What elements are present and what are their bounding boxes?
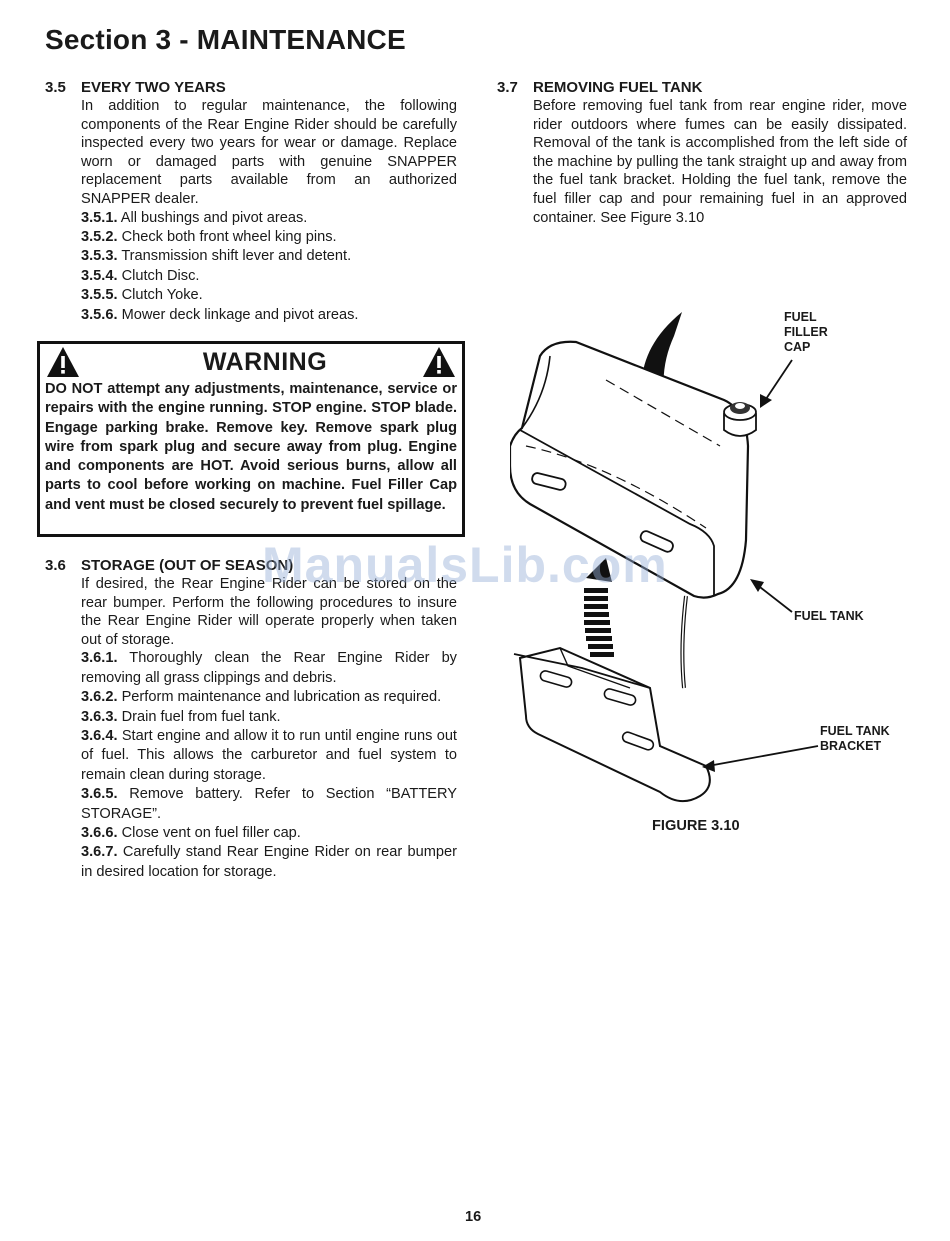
section-number: 3.6 xyxy=(45,557,66,574)
intro-paragraph: If desired, the Rear Engine Rider can be… xyxy=(81,576,457,648)
section-heading: 3.7 REMOVING FUEL TANK xyxy=(497,78,907,97)
item-number: 3.5.2. xyxy=(81,228,118,245)
section-heading: 3.5 EVERY TWO YEARS xyxy=(45,78,457,97)
item-number: 3.6.2. xyxy=(81,689,118,706)
section-intro: If desired, the Rear Engine Rider can be… xyxy=(81,575,457,649)
label-line: FUEL TANK xyxy=(820,724,890,738)
item-text: Start engine and allow it to run until e… xyxy=(81,728,457,783)
list-item: 3.6.5. Remove battery. Refer to Section … xyxy=(81,785,457,824)
list-item: 3.5.5. Clutch Yoke. xyxy=(81,286,457,305)
list-item: 3.6.7. Carefully stand Rear Engine Rider… xyxy=(81,843,457,882)
item-text: Perform maintenance and lubrication as r… xyxy=(121,689,442,706)
item-number: 3.5.4. xyxy=(81,267,118,284)
fuel-tank-bracket-label: FUEL TANK BRACKET xyxy=(820,724,890,754)
fuel-tank-illustration xyxy=(510,312,819,803)
item-text: Drain fuel from fuel tank. xyxy=(121,708,281,725)
fuel-filler-cap-label: FUEL FILLER CAP xyxy=(784,310,828,355)
section-3-5: 3.5 EVERY TWO YEARS In addition to regul… xyxy=(45,78,457,325)
warning-text: DO NOT attempt any adjustments, maintena… xyxy=(45,381,457,513)
label-line: FUEL xyxy=(784,310,817,324)
item-text: Check both front wheel king pins. xyxy=(121,228,337,245)
section-3-7: 3.7 REMOVING FUEL TANK Before removing f… xyxy=(497,78,907,227)
section-title: EVERY TWO YEARS xyxy=(81,79,226,96)
fuel-tank-shape xyxy=(510,340,750,599)
item-text: Mower deck linkage and pivot areas. xyxy=(121,306,359,323)
item-text: Transmission shift lever and detent. xyxy=(121,248,352,265)
item-text: Carefully stand Rear Engine Rider on rea… xyxy=(81,844,457,880)
body-paragraph: Before removing fuel tank from rear engi… xyxy=(533,98,907,226)
warning-header: WARNING xyxy=(43,344,459,380)
item-number: 3.5.5. xyxy=(81,287,118,304)
section-number: 3.5 xyxy=(45,79,66,96)
list-item: 3.6.1. Thoroughly clean the Rear Engine … xyxy=(81,649,457,688)
list-item: 3.5.2. Check both front wheel king pins. xyxy=(81,228,457,247)
item-text: Clutch Disc. xyxy=(121,267,200,284)
item-number: 3.6.1. xyxy=(81,650,118,667)
item-number: 3.5.1. xyxy=(81,209,118,226)
item-number: 3.5.3. xyxy=(81,248,118,265)
item-number: 3.5.6. xyxy=(81,306,118,323)
item-number: 3.6.4. xyxy=(81,728,118,744)
label-line: CAP xyxy=(784,340,811,354)
item-text: Clutch Yoke. xyxy=(121,287,203,304)
down-arrow-icon xyxy=(584,558,614,657)
fuel-tank-label: FUEL TANK xyxy=(794,609,864,623)
section-intro: In addition to regular maintenance, the … xyxy=(81,97,457,209)
section-heading: 3.6 STORAGE (OUT OF SEASON) xyxy=(45,556,457,575)
item-number: 3.6.7. xyxy=(81,844,118,861)
warning-triangle-icon xyxy=(47,347,79,377)
section-3-6: 3.6 STORAGE (OUT OF SEASON) If desired, … xyxy=(45,556,457,882)
fuel-filler-cap-icon xyxy=(723,402,757,437)
watermark: ManualsLib.com xyxy=(262,537,668,593)
list-item: 3.5.6. Mower deck linkage and pivot area… xyxy=(81,306,457,325)
intro-paragraph: In addition to regular maintenance, the … xyxy=(81,98,457,207)
section-title: STORAGE (OUT OF SEASON) xyxy=(81,557,294,574)
page-title: Section 3 - MAINTENANCE xyxy=(45,24,406,55)
item-number: 3.6.6. xyxy=(81,825,118,842)
figure-caption: FIGURE 3.10 xyxy=(652,818,740,834)
item-number: 3.6.5. xyxy=(81,786,118,803)
list-item: 3.5.1. All bushings and pivot areas. xyxy=(81,209,457,228)
item-text: Remove battery. Refer to Section “BATTER… xyxy=(81,786,457,822)
item-number: 3.6.3. xyxy=(81,708,118,725)
item-text: Thoroughly clean the Rear Engine Rider b… xyxy=(81,650,457,686)
section-number: 3.7 xyxy=(497,79,518,96)
item-text: Close vent on fuel filler cap. xyxy=(121,825,301,842)
label-line: BRACKET xyxy=(820,739,882,753)
list-item: 3.6.2. Perform maintenance and lubricati… xyxy=(81,688,457,707)
list-item: 3.6.6. Close vent on fuel filler cap. xyxy=(81,824,457,843)
item-text: All bushings and pivot areas. xyxy=(120,209,308,226)
item-list: 3.5.1. All bushings and pivot areas. 3.5… xyxy=(81,209,457,325)
section-title: REMOVING FUEL TANK xyxy=(533,79,703,96)
list-item: 3.5.4. Clutch Disc. xyxy=(81,267,457,286)
warning-box: WARNING DO NOT attempt any adjustments, … xyxy=(37,341,465,537)
section-body: Before removing fuel tank from rear engi… xyxy=(533,97,907,227)
label-line: FILLER xyxy=(784,325,828,339)
list-item: 3.6.3. Drain fuel from fuel tank. xyxy=(81,708,457,727)
page-number: 16 xyxy=(465,1209,482,1225)
list-item: 3.5.3. Transmission shift lever and dete… xyxy=(81,247,457,266)
warning-title: WARNING xyxy=(202,347,328,376)
list-item: 3.6.4. Start engine and allow it to run … xyxy=(81,727,457,785)
warning-triangle-icon xyxy=(422,347,455,377)
item-list: 3.6.1. Thoroughly clean the Rear Engine … xyxy=(81,649,457,882)
